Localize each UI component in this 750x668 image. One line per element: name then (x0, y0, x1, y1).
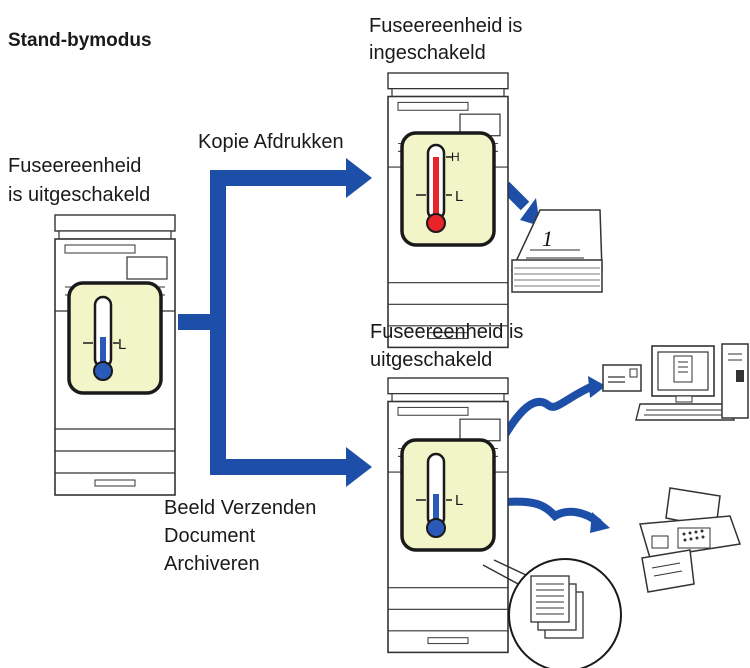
documents-magnifier-icon (482, 558, 622, 668)
flow-arrows (178, 158, 610, 533)
paper-stack-icon: 1 (510, 209, 603, 293)
envelope-icon (602, 364, 642, 392)
arrow-bottom-head (346, 447, 372, 487)
fax-icon (639, 487, 742, 593)
arrow-top-head (346, 158, 372, 198)
top-machine (387, 72, 509, 349)
thermometer-panel-bottom (400, 438, 496, 552)
bottom-thermo-low-label: L (455, 492, 463, 509)
connector-vertical (210, 170, 226, 475)
arrow-to-pc (501, 381, 599, 439)
top-machine-label-line1: Fuseereenheid is (369, 15, 523, 37)
arrow-top-shaft (210, 170, 350, 186)
thermometer-panel-top (400, 131, 496, 247)
connector-stub (178, 314, 218, 330)
arrow-to-fax-head (590, 512, 610, 533)
thermometer-panel-left (67, 281, 163, 395)
arrow-to-fax (501, 497, 602, 526)
diagram-title: Stand-bymodus (8, 30, 152, 51)
top-thermo-low-label: L (455, 188, 463, 205)
bottom-arrow-label-line2: Document (164, 525, 256, 547)
left-machine (54, 214, 176, 496)
bottom-arrow-label-line3: Archiveren (164, 553, 260, 575)
bottom-machine-label-line1: Fuseereenheid is (370, 321, 524, 343)
top-thermo-high-label: H (451, 150, 460, 164)
bottom-machine (387, 377, 509, 654)
arrow-to-pc-head (588, 376, 606, 398)
left-machine-label-line2: is uitgeschakeld (8, 184, 151, 206)
top-machine-label-line2: ingeschakeld (369, 42, 486, 64)
bottom-arrow-label-line1: Beeld Verzenden (164, 497, 317, 519)
left-machine-label-line1: Fuseereenheid (8, 155, 142, 177)
pc-icon (635, 343, 749, 421)
arrow-bottom-shaft (210, 459, 350, 475)
left-thermo-low-label: L (118, 336, 126, 353)
svg-text:1: 1 (542, 226, 553, 251)
top-arrow-label: Kopie Afdrukken (198, 131, 344, 153)
bottom-machine-label-line2: uitgeschakeld (370, 349, 493, 371)
